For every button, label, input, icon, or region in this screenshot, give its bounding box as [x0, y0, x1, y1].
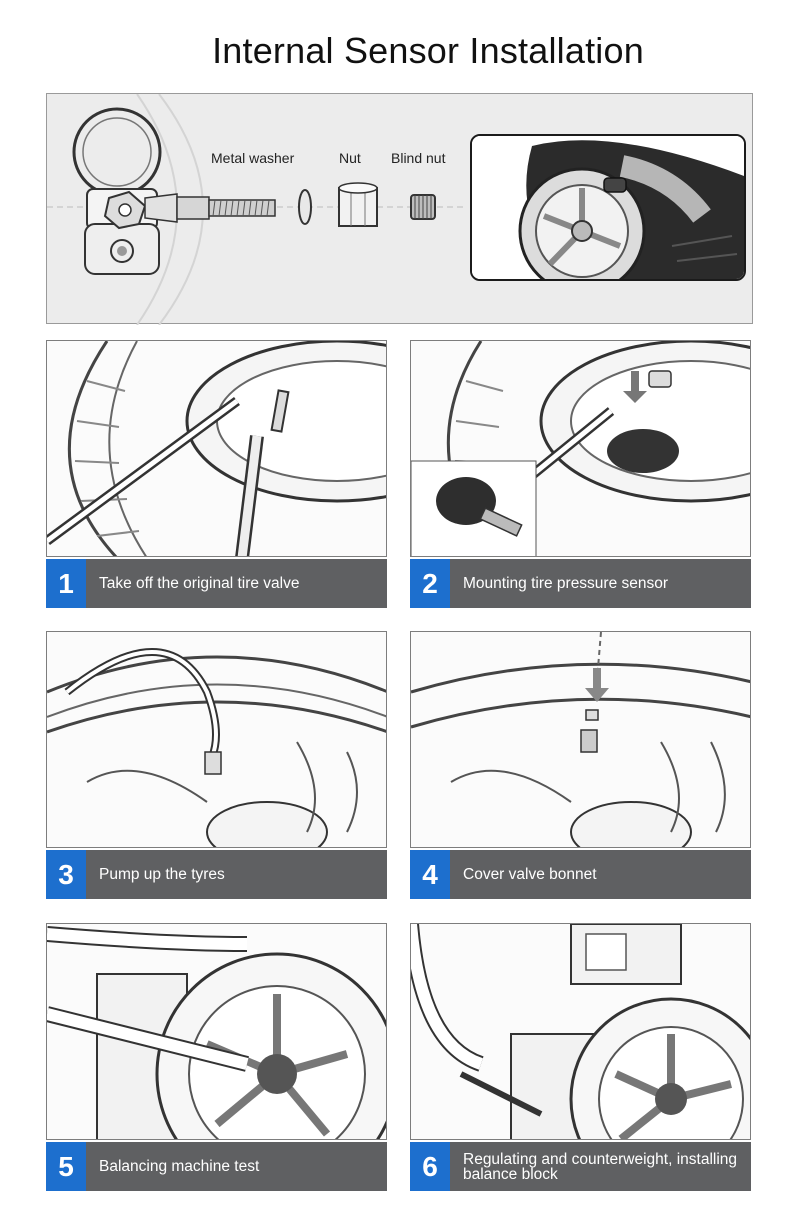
step-1-tire-lever-illustration [46, 340, 387, 557]
step-3-air-hose-illustration [46, 631, 387, 848]
step-card-2: 2 Mounting tire pressure sensor [410, 340, 751, 610]
sensor-body-icon [72, 107, 162, 275]
step-5-balancing-machine-illustration [46, 923, 387, 1140]
step-4-valve-cap-illustration [410, 631, 751, 848]
step-caption: Regulating and counterweight, installing… [463, 1150, 738, 1183]
step-number-badge: 1 [46, 559, 86, 608]
metal-washer-label: Metal washer [211, 150, 295, 166]
step-caption-bar: 3 Pump up the tyres [46, 850, 387, 899]
step-caption: Mounting tire pressure sensor [463, 575, 669, 592]
valve-stem-icon [144, 193, 276, 223]
step-caption-bar: 1 Take off the original tire valve [46, 559, 387, 608]
blind-nut-icon [410, 194, 436, 220]
step-caption: Balancing machine test [99, 1158, 260, 1175]
step-number-badge: 6 [410, 1142, 450, 1191]
blind-nut-label: Blind nut [391, 150, 446, 166]
step-caption: Cover valve bonnet [463, 866, 597, 883]
step-number-badge: 2 [410, 559, 450, 608]
step-number-badge: 4 [410, 850, 450, 899]
step-caption-bar: 4 Cover valve bonnet [410, 850, 751, 899]
step-card-6: 6 Regulating and counterweight, installin… [410, 923, 751, 1193]
step-number-badge: 3 [46, 850, 86, 899]
valve-parts-diagram [47, 94, 467, 325]
nut-icon [338, 182, 378, 227]
step-6-counterweight-illustration [410, 923, 751, 1140]
step-card-1: 1 Take off the original tire valve [46, 340, 387, 610]
step-caption-bar: 6 Regulating and counterweight, installin… [410, 1142, 751, 1191]
step-card-3: 3 Pump up the tyres [46, 631, 387, 901]
step-card-4: 4 Cover valve bonnet [410, 631, 751, 901]
nut-label: Nut [339, 150, 361, 166]
metal-washer-icon [298, 189, 312, 225]
step-caption-bar: 5 Balancing machine test [46, 1142, 387, 1191]
step-card-5: 5 Balancing machine test [46, 923, 387, 1193]
step-caption: Take off the original tire valve [99, 575, 300, 592]
step-caption: Pump up the tyres [99, 866, 225, 883]
step-2-sensor-mount-illustration [410, 340, 751, 557]
page-title: Internal Sensor Installation [212, 30, 644, 71]
step-caption-bar: 2 Mounting tire pressure sensor [410, 559, 751, 608]
tire-inset-image [470, 134, 746, 281]
parts-diagram-panel: Metal washer Nut Blind nut [46, 93, 753, 325]
mounted-sensor-tire-icon [472, 136, 744, 279]
step-number-badge: 5 [46, 1142, 86, 1191]
